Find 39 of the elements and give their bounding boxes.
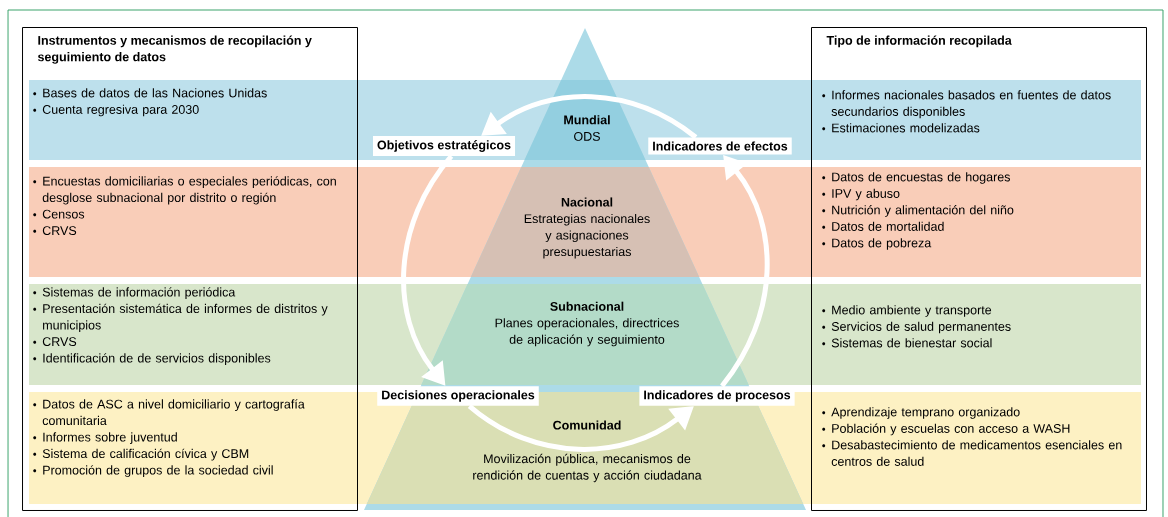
bullet-list: Informes nacionales basados en fuentes de datos secundarios disponibles Estimaciones modelizadas [822,90,1111,133]
node-label: Aprendizaje temprano organizado [831,407,1020,419]
node-label: Informes sobre juventud [43,432,177,444]
level-description: Movilización pública, mecanismos de rendición de cuentas y acción ciudadana [473,453,702,483]
bullet-list: Aprendizaje temprano organizado Población y escuelas con acceso a WASH Desabastecimiento de medicamentos esenciales en centros de salud [822,407,1122,466]
level-label: Subnacional Planes operacionales, directrices de aplicación y seguimiento [495,301,679,347]
level-label: Mundial ODS [564,115,610,141]
node-label: Sistemas de información periódica [42,287,236,299]
bullet-list: Encuestas domiciliarias o especiales periódicas, con desglose subnacional por distrito o región Censos CRVS [33,176,336,236]
node-label: IPV y abuso [832,188,900,201]
node-label: CRVS [42,226,77,236]
bullet-list: Medio ambiente y transporte Servicios de salud permanentes Sistemas de bienestar social [822,305,1011,348]
bullet-list: Bases de datos de las Naciones Unidas Cuenta regresiva para 2030 [33,88,267,117]
node-label: Medio ambiente y transporte [832,305,992,317]
node-label: Población y escuelas con acceso a WASH [832,423,1070,436]
node-label: Promoción de grupos de la sociedad civil [43,465,273,477]
node-label: Encuestas domiciliarias o especiales periódicas, con desglose subnacional por distrito o región [42,176,336,205]
node-label: Datos de pobreza [832,238,932,250]
node-label: Datos de ASC a nivel domiciliario y cartografía comunitaria [42,399,305,426]
node-label: CRVS [42,337,77,347]
level-label: Nacional Estrategias nacionales y asignaciones presupuestarias [524,197,650,259]
node-label: Desabastecimiento de medicamentos esenciales en centros de salud [831,440,1122,466]
node-label: Sistemas de bienestar social [831,338,992,348]
node-label: Cuenta regresiva para 2030 [42,104,199,117]
node-label: Informes nacionales basados en fuentes de datos secundarios disponibles [831,90,1111,119]
bullet-list: Sistemas de información periódica Presentación sistemática de informes de distritos y municipios CRVS Identificación de de servicios disponibles [33,287,328,365]
bullet-list: Datos de ASC a nivel domiciliario y cartografía comunitaria Informes sobre juventud Sistema de calificación cívica y CBM Promoción de grupos de la sociedad civil [33,399,305,477]
node-label: Presentación sistemática de informes de distritos y municipios [43,303,328,332]
node-label: Sistema de calificación cívica y CBM [42,448,249,461]
node-label: Datos de mortalidad [832,221,944,231]
level-label: Comunidad [553,420,621,430]
node-label: Datos de encuestas de hogares [832,172,1010,184]
bullet-list: Datos de encuestas de hogares IPV y abuso Nutrición y alimentación del niño Datos de mortalidad Datos de pobreza [822,172,1014,250]
node-label: Servicios de salud permanentes [831,321,1011,334]
node-label: Censos [42,209,85,219]
node-label: Estimaciones modelizadas [832,123,980,133]
node-label: Identificación de de servicios disponibles [43,353,271,365]
node-label: Bases de datos de las Naciones Unidas [43,88,267,98]
node-label: Nutrición y alimentación del niño [832,205,1014,217]
